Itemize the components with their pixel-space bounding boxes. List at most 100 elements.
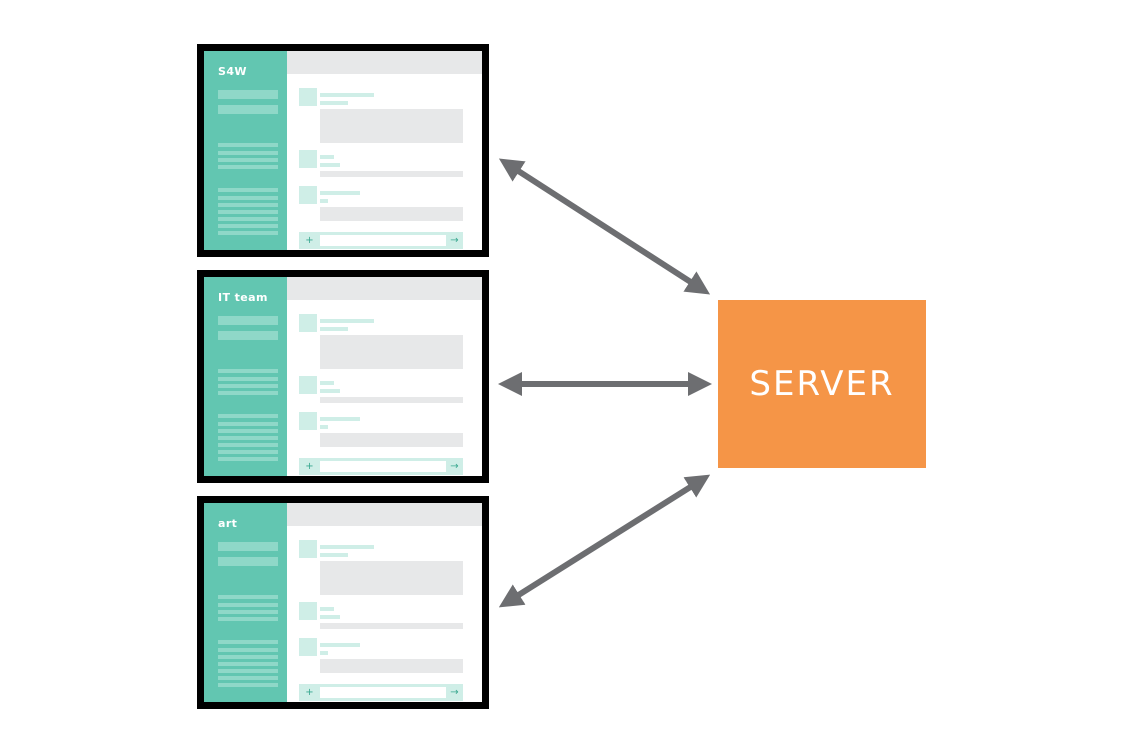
message-input [320,687,446,698]
topbar [287,503,482,526]
sidebar-item [218,224,278,228]
arrow-server-client-1 [498,158,711,295]
client-screen: IT team + → [204,277,482,476]
sidebar-item [218,188,278,192]
client-screen: S4W + → [204,51,482,250]
message-block [320,109,463,143]
avatar [299,88,317,106]
message-block [320,623,463,629]
message-block [320,433,463,447]
sidebar-item [218,683,278,687]
message-line [320,155,334,159]
sidebar-item [218,384,278,388]
sidebar-item [218,429,278,433]
sidebar-item [218,217,278,221]
sidebar-item [218,165,278,169]
message-line [320,199,328,203]
message-line [320,191,360,195]
sidebar-item [218,331,278,340]
message-input-bar: + → [299,232,463,249]
server-box: SERVER [718,300,926,468]
sidebar-item [218,436,278,440]
message-block [320,171,463,177]
sidebar-item [218,151,278,155]
message-input [320,235,446,246]
message-line [320,101,348,105]
sidebar-item [218,414,278,418]
sidebar-item [218,542,278,551]
message-line [320,651,328,655]
message-block [320,561,463,595]
message-line [320,163,340,167]
avatar [299,412,317,430]
avatar [299,540,317,558]
message-line [320,615,340,619]
message-line [320,425,328,429]
client-window-1: S4W + → [197,44,489,257]
message-line [320,643,360,647]
sidebar-item [218,648,278,652]
message-line [320,93,374,97]
client-screen: art + → [204,503,482,702]
sidebar-item [218,457,278,461]
avatar [299,314,317,332]
add-icon: + [305,461,314,472]
sidebar-item [218,316,278,325]
send-icon: → [450,687,459,698]
avatar [299,376,317,394]
sidebar-item [218,369,278,373]
send-icon: → [450,461,459,472]
sidebar-item [218,203,278,207]
team-name: S4W [218,65,247,78]
avatar [299,186,317,204]
sidebar-item [218,640,278,644]
message-line [320,327,348,331]
topbar [287,51,482,74]
sidebar-item [218,676,278,680]
sidebar-item [218,557,278,566]
message-block [320,659,463,673]
avatar [299,638,317,656]
sidebar-item [218,105,278,114]
message-line [320,319,374,323]
message-line [320,553,348,557]
message-block [320,397,463,403]
sidebar-item [218,610,278,614]
sidebar-item [218,231,278,235]
server-label: SERVER [749,364,895,404]
sidebar: art [204,503,287,702]
message-block [320,207,463,221]
message-line [320,545,374,549]
sidebar-item [218,617,278,621]
sidebar-item [218,450,278,454]
add-icon: + [305,687,314,698]
team-name: IT team [218,291,268,304]
sidebar-item [218,595,278,599]
sidebar-item [218,158,278,162]
sidebar-item [218,422,278,426]
message-block [320,335,463,369]
sidebar: IT team [204,277,287,476]
client-window-3: art + → [197,496,489,709]
sidebar-item [218,662,278,666]
sidebar-item [218,391,278,395]
sidebar-item [218,196,278,200]
arrow-server-client-3 [498,474,711,608]
client-window-2: IT team + → [197,270,489,483]
avatar [299,602,317,620]
add-icon: + [305,235,314,246]
avatar [299,150,317,168]
message-input-bar: + → [299,684,463,701]
sidebar-item [218,377,278,381]
sidebar: S4W [204,51,287,250]
sidebar-item [218,210,278,214]
message-line [320,417,360,421]
sidebar-item [218,603,278,607]
sidebar-item [218,655,278,659]
message-line [320,381,334,385]
send-icon: → [450,235,459,246]
message-input-bar: + → [299,458,463,475]
sidebar-item [218,443,278,447]
message-line [320,389,340,393]
